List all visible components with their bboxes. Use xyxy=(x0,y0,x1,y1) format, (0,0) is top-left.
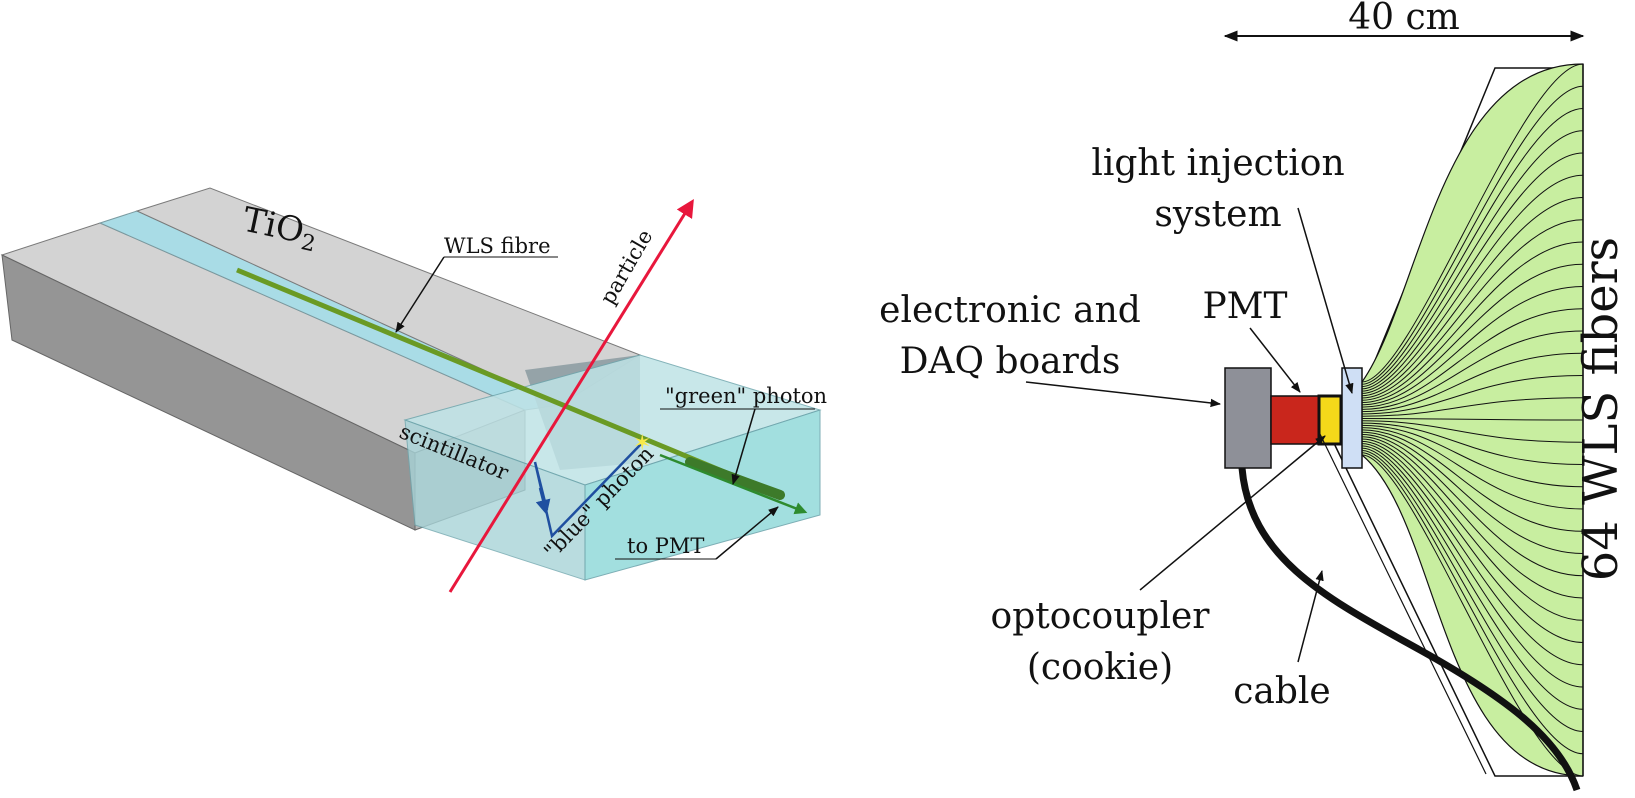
fiber-line xyxy=(1361,418,1584,421)
pmt xyxy=(1270,395,1320,445)
pmt-leader xyxy=(1249,327,1301,393)
particle-track xyxy=(448,198,694,593)
fiber-line xyxy=(1361,263,1584,404)
fiber-line xyxy=(1361,241,1584,401)
fiber-line xyxy=(1361,108,1584,388)
fiber-line xyxy=(1361,174,1584,394)
light-injection-label-line2: system xyxy=(1154,194,1281,235)
light-injector xyxy=(1341,367,1363,469)
fiber-line xyxy=(1361,330,1584,410)
scintillator-end xyxy=(584,409,821,581)
fiber-line xyxy=(1361,308,1584,408)
fiber-line xyxy=(1361,197,1584,397)
optocoupler-label-line1: optocoupler xyxy=(991,596,1211,637)
to-pmt-leader xyxy=(715,506,779,560)
fiber-line xyxy=(1361,420,1584,443)
blue-photon-arrow xyxy=(535,487,551,515)
fiber-bundle xyxy=(1361,63,1584,777)
fiber-line xyxy=(1361,219,1584,399)
optocoupler-label-line2: (cookie) xyxy=(1027,647,1173,688)
green-photon-leader xyxy=(731,408,756,486)
fiber-line xyxy=(1361,443,1584,666)
fiber-line xyxy=(1361,431,1584,554)
electronic-label-line1: electronic and xyxy=(879,290,1141,331)
fiber-line xyxy=(1361,452,1584,755)
fiber-line xyxy=(1361,438,1584,621)
cable-label: cable xyxy=(1233,671,1331,712)
fiber-line xyxy=(1361,433,1584,577)
readout-diagram: 40 cm light injection system electronic … xyxy=(879,0,1629,792)
interaction-star-icon: ✶ xyxy=(633,431,651,456)
particle-label: particle xyxy=(596,225,658,308)
electronic-label-line2: DAQ boards xyxy=(900,341,1121,382)
fiber-line xyxy=(1361,436,1584,599)
fiber-line xyxy=(1361,152,1584,392)
fiber-line xyxy=(1361,449,1584,732)
dimension-label: 40 cm xyxy=(1348,0,1460,38)
fiber-line xyxy=(1361,447,1584,710)
wls-fibre-label: WLS fibre xyxy=(444,234,551,258)
fiber-line xyxy=(1361,85,1584,385)
module-outline-bottom xyxy=(1329,434,1583,777)
module-outline-line-upper xyxy=(1317,429,1487,775)
fiber-line xyxy=(1361,63,1584,383)
fiber-line xyxy=(1361,429,1584,532)
fiber-line xyxy=(1361,286,1584,406)
daq-box xyxy=(1224,367,1272,469)
optocoupler-leader xyxy=(1139,435,1326,591)
green-photon-label: "green" photon xyxy=(665,384,827,408)
fiber-line xyxy=(1361,130,1584,390)
fiber-line xyxy=(1361,422,1584,465)
cable xyxy=(1238,467,1581,792)
electronic-leader xyxy=(1025,381,1222,408)
fiber-line xyxy=(1361,352,1584,413)
wls-fibre-leader xyxy=(395,256,445,333)
cable-leader xyxy=(1297,569,1324,663)
scintillator-bar-diagram: ✶ TiO2 WLS fibre particle "green" photon… xyxy=(0,187,827,593)
fiber-line xyxy=(1361,375,1584,415)
light-injection-label-line1: light injection xyxy=(1091,143,1344,184)
light-injection-leader xyxy=(1297,207,1354,395)
fiber-line xyxy=(1361,397,1584,417)
fiber-line xyxy=(1361,427,1584,510)
fiber-line xyxy=(1361,424,1584,488)
pmt-label: PMT xyxy=(1202,286,1287,327)
fibers-label: 64 WLS fibers xyxy=(1573,237,1629,581)
fiber-line xyxy=(1361,445,1584,688)
to-pmt-label: to PMT xyxy=(627,534,704,558)
fiber-line xyxy=(1361,440,1584,643)
optocoupler-cookie xyxy=(1317,394,1343,446)
fiber-line xyxy=(1361,454,1584,777)
